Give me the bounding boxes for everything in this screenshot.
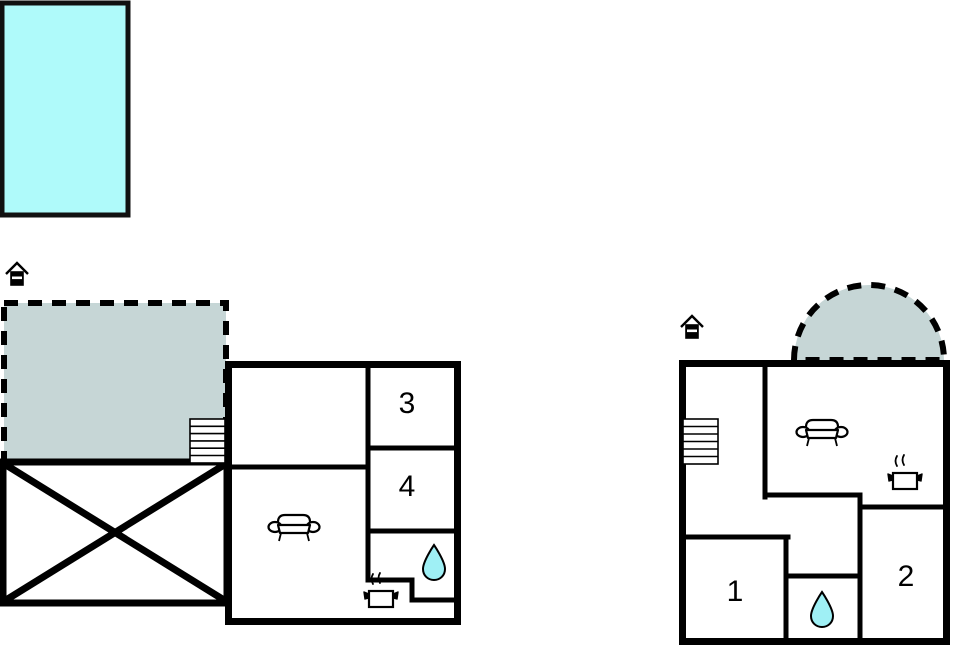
room-number-3: 3 <box>399 387 416 420</box>
cooking-pot-icon <box>887 454 923 491</box>
water-drop-icon <box>809 590 835 629</box>
room-number-2: 2 <box>898 560 915 593</box>
interior-walls <box>679 360 949 644</box>
room-number-4: 4 <box>399 470 416 503</box>
water-drop-icon <box>421 543 447 582</box>
ground-floor-plan: 3 4 <box>0 261 461 625</box>
pool-swatch-rect <box>0 0 131 218</box>
terrace-dashed-area <box>1 300 229 465</box>
balcony-dashed-semicircle <box>790 282 948 363</box>
home-icon <box>5 261 29 286</box>
building-outline <box>679 360 950 645</box>
building-outline <box>225 361 461 625</box>
sofa-icon <box>795 418 849 447</box>
staircase <box>682 418 719 465</box>
interior-walls <box>225 361 460 603</box>
garage-carport <box>0 458 231 607</box>
home-icon <box>680 314 704 339</box>
staircase <box>189 418 226 464</box>
pool-swatch <box>0 0 131 218</box>
sofa-icon <box>267 513 321 542</box>
room-number-1: 1 <box>727 575 744 608</box>
first-floor-plan: 1 2 <box>679 282 950 645</box>
cooking-pot-icon <box>363 572 399 609</box>
